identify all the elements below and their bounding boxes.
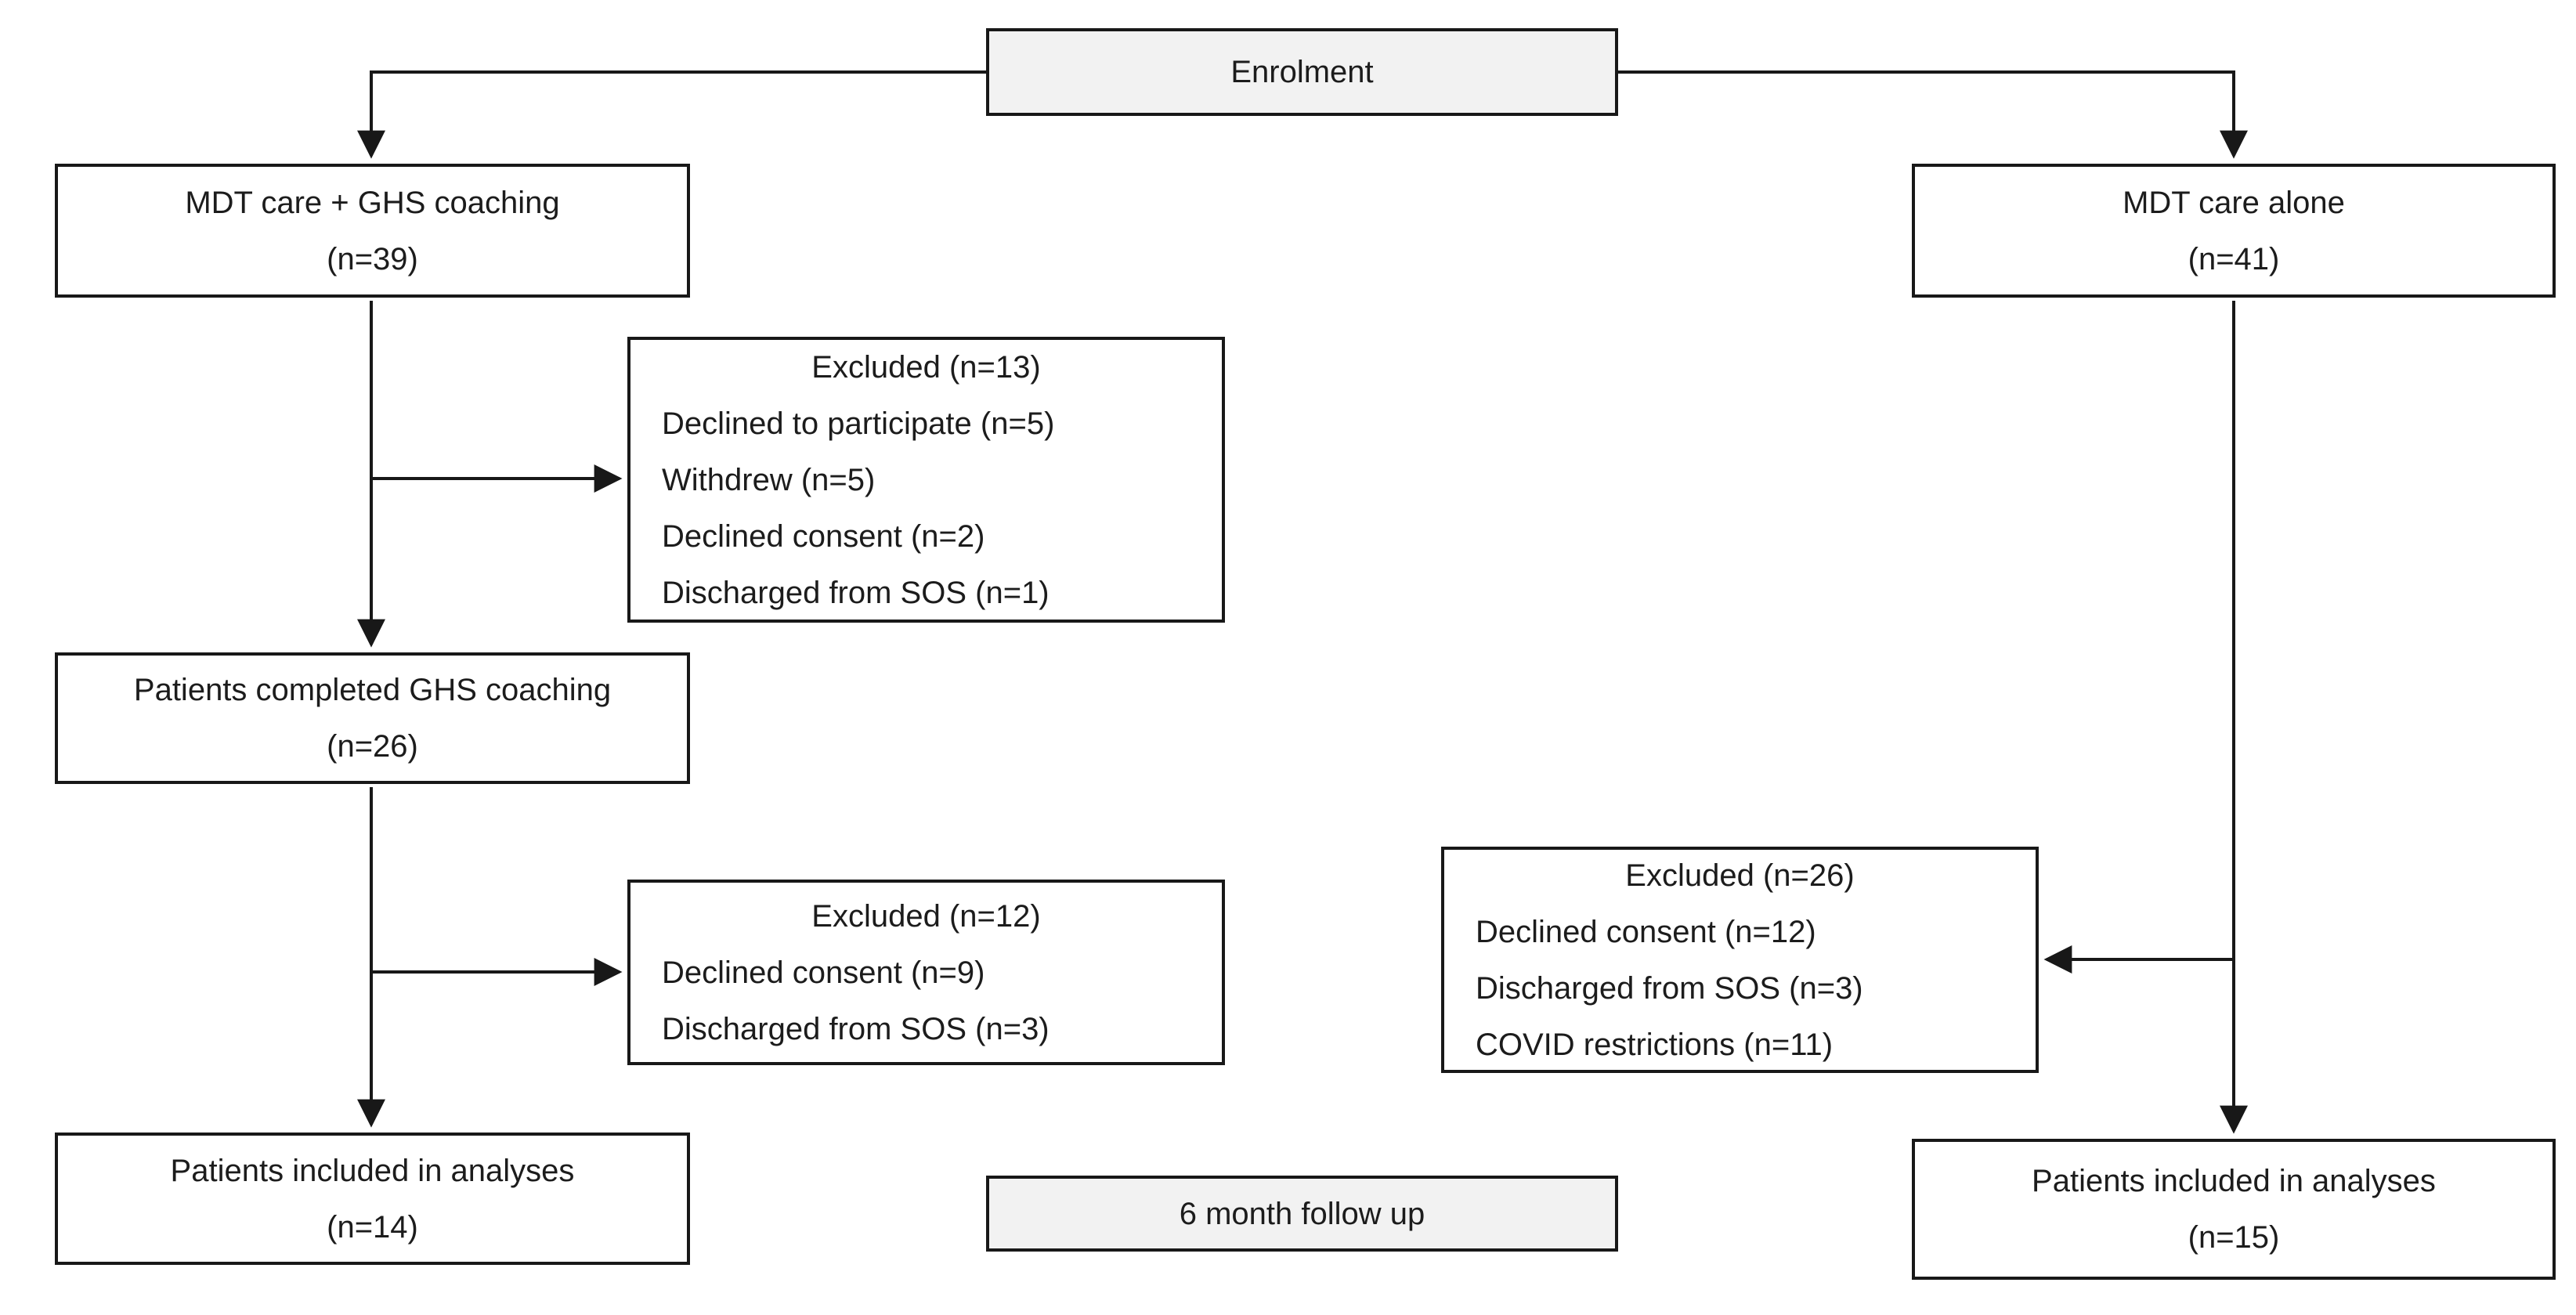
node-excluded-alone: Excluded (n=26) Declined consent (n=12) … <box>1441 847 2039 1073</box>
node-excluded-ghs-1: Excluded (n=13) Declined to participate … <box>627 337 1225 623</box>
analysed-ghs-count: (n=14) <box>327 1209 418 1245</box>
excluded-ghs-1-item: Declined consent (n=2) <box>662 518 985 554</box>
excluded-ghs-1-item: Declined to participate (n=5) <box>662 406 1055 441</box>
excluded-ghs-2-item: Discharged from SOS (n=3) <box>662 1011 1050 1046</box>
excluded-ghs-1-title: Excluded (n=13) <box>811 349 1041 385</box>
analysed-alone-label: Patients included in analyses <box>2032 1164 2436 1198</box>
node-mdt-alone-arm: MDT care alone (n=41) <box>1912 164 2556 298</box>
node-completed-ghs: Patients completed GHS coaching (n=26) <box>55 652 690 784</box>
mdt-alone-label: MDT care alone <box>2123 185 2345 220</box>
enrolment-label: Enrolment <box>1230 55 1374 89</box>
excluded-ghs-2-item: Declined consent (n=9) <box>662 955 985 990</box>
connector-enrolment-to-right-arm <box>1618 70 2248 159</box>
excluded-ghs-1-item: Withdrew (n=5) <box>662 462 876 497</box>
node-analysed-ghs: Patients included in analyses (n=14) <box>55 1133 690 1265</box>
node-analysed-alone: Patients included in analyses (n=15) <box>1912 1139 2556 1280</box>
mdt-ghs-count: (n=39) <box>327 241 418 276</box>
mdt-alone-count: (n=41) <box>2188 241 2280 276</box>
excluded-alone-item: Declined consent (n=12) <box>1476 914 1816 949</box>
mdt-ghs-label: MDT care + GHS coaching <box>185 185 560 220</box>
completed-ghs-count: (n=26) <box>327 729 418 764</box>
excluded-alone-item: Discharged from SOS (n=3) <box>1476 970 1863 1006</box>
node-excluded-ghs-2: Excluded (n=12) Declined consent (n=9) D… <box>627 880 1225 1065</box>
node-followup: 6 month follow up <box>986 1176 1618 1252</box>
analysed-alone-count: (n=15) <box>2188 1220 2280 1255</box>
excluded-ghs-1-item: Discharged from SOS (n=1) <box>662 575 1050 610</box>
connector-enrolment-to-left-arm <box>357 70 986 159</box>
excluded-alone-item: COVID restrictions (n=11) <box>1476 1027 1834 1062</box>
completed-ghs-label: Patients completed GHS coaching <box>133 673 612 707</box>
followup-label: 6 month follow up <box>1179 1196 1425 1231</box>
excluded-ghs-2-title: Excluded (n=12) <box>811 898 1041 934</box>
node-enrolment: Enrolment <box>986 28 1618 116</box>
analysed-ghs-label: Patients included in analyses <box>170 1153 575 1188</box>
node-mdt-ghs-arm: MDT care + GHS coaching (n=39) <box>55 164 690 298</box>
excluded-alone-title: Excluded (n=26) <box>1625 858 1855 893</box>
